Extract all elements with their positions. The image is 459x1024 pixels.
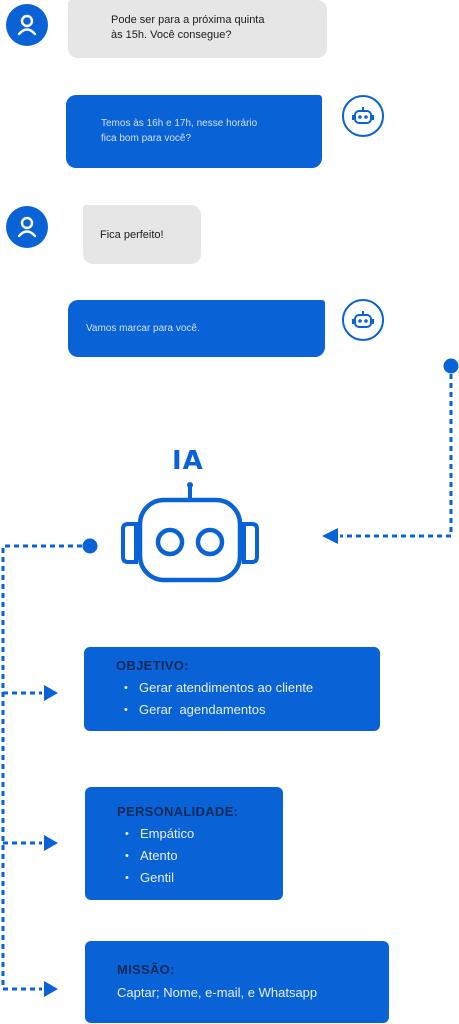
connector-line-right (340, 374, 453, 538)
bot-avatar-1 (342, 95, 384, 137)
user-avatar-2 (6, 206, 48, 248)
list-item: Gerar atendimentos ao cliente (116, 677, 380, 699)
chat-message-text: Vamos marcar para você. (86, 323, 200, 334)
list-item: Atento (117, 845, 283, 867)
card-objetivo: OBJETIVO: Gerar atendimentos ao cliente … (84, 647, 380, 731)
list-item: Empático (117, 823, 283, 845)
connector-dot-right (443, 358, 459, 374)
card-missao: MISSÃO: Captar; Nome, e-mail, e Whatsapp (85, 941, 389, 1023)
robot-icon (121, 482, 259, 583)
chat-bubble-user-1: Pode ser para a próxima quinta às 15h. V… (68, 0, 327, 58)
user-avatar-1 (6, 4, 48, 46)
card-title: OBJETIVO: (116, 658, 189, 673)
chat-message-text: Fica perfeito! (100, 229, 164, 241)
card-personalidade: PERSONALIDADE: Empático Atento Gentil (85, 787, 283, 900)
user-icon (17, 14, 37, 36)
list-item: Gentil (117, 867, 283, 889)
user-icon (17, 216, 37, 238)
chat-message-text: Temos às 16h e 17h, nesse horário fica b… (101, 118, 258, 144)
chat-bubble-bot-1: Temos às 16h e 17h, nesse horário fica b… (66, 95, 322, 168)
connector-arrow-right (322, 528, 338, 544)
connector-line-left (1, 544, 82, 989)
card-list: Gerar atendimentos ao cliente Gerar agen… (116, 677, 380, 721)
connector-arrow-2 (44, 835, 58, 851)
card-text: Captar; Nome, e-mail, e Whatsapp (117, 985, 318, 1000)
robot-icon (352, 311, 374, 328)
bot-avatar-2 (342, 299, 384, 341)
card-title: PERSONALIDADE: (117, 804, 239, 819)
connector-dot-left (82, 538, 98, 554)
card-title: MISSÃO: (117, 962, 175, 977)
list-item: Gerar agendamentos (116, 699, 380, 721)
chat-bubble-user-2: Fica perfeito! (83, 205, 201, 264)
ia-title: IA (172, 446, 204, 476)
card-list: Empático Atento Gentil (117, 823, 283, 889)
connector-arrow-1 (44, 685, 58, 701)
chat-bubble-bot-2: Vamos marcar para você. (68, 300, 325, 357)
chat-message-text: Pode ser para a próxima quinta às 15h. V… (111, 14, 265, 41)
robot-icon (352, 107, 374, 124)
connector-arrow-3 (44, 981, 58, 997)
